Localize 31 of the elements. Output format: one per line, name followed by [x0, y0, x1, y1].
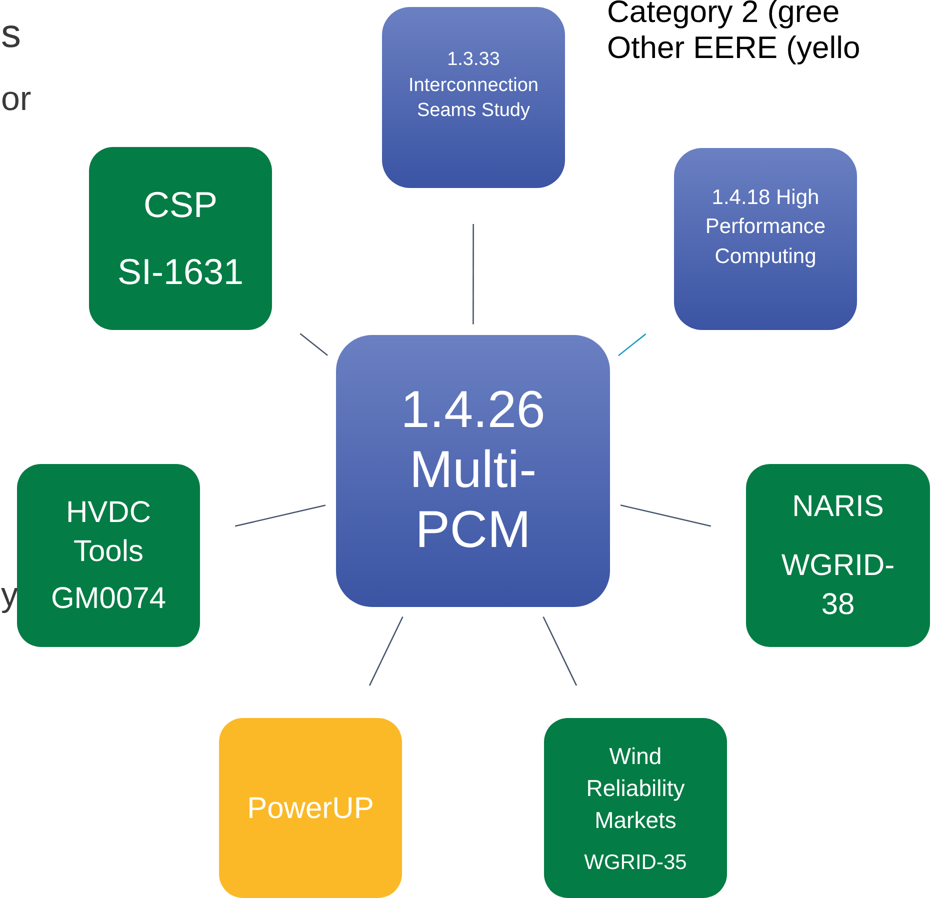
- node-label: PowerUP: [247, 790, 374, 826]
- project-box: [544, 718, 727, 898]
- node-label: 1.4.26 Multi-PCM: [400, 381, 546, 561]
- node-label: HVDC Tools: [64, 495, 152, 570]
- slide-text: y: [1, 578, 18, 612]
- connector-line: [618, 333, 646, 356]
- project-box: [17, 464, 200, 647]
- slide-text: or: [1, 82, 32, 116]
- slide-text: s: [1, 14, 21, 54]
- slide-text: Other EERE (yello: [607, 32, 860, 63]
- connector-line: [234, 504, 326, 527]
- node-label: 1.3.33 Interconnection Seams Study: [408, 48, 540, 124]
- node-label: WGRID-38: [780, 548, 896, 623]
- node-label: GM0074: [50, 581, 166, 617]
- node-label: NARIS: [792, 489, 884, 525]
- node-label: 1.4.18 High Performance Computing: [704, 184, 827, 270]
- project-box: [746, 464, 930, 647]
- project-box: [674, 148, 857, 330]
- node-label: CSP: [143, 182, 218, 227]
- node-label: WGRID-35: [584, 850, 687, 876]
- project-box: [219, 718, 402, 898]
- connector-line: [620, 504, 712, 527]
- connector-line: [300, 333, 328, 356]
- project-box: [382, 7, 565, 188]
- node-label: Wind Reliability Markets: [585, 742, 686, 836]
- project-box: [89, 147, 272, 330]
- hub-box: [336, 335, 610, 607]
- node-label: SI-1631: [117, 250, 244, 294]
- connector-line: [368, 616, 404, 686]
- connector-line: [542, 616, 578, 686]
- connector-line: [472, 224, 474, 324]
